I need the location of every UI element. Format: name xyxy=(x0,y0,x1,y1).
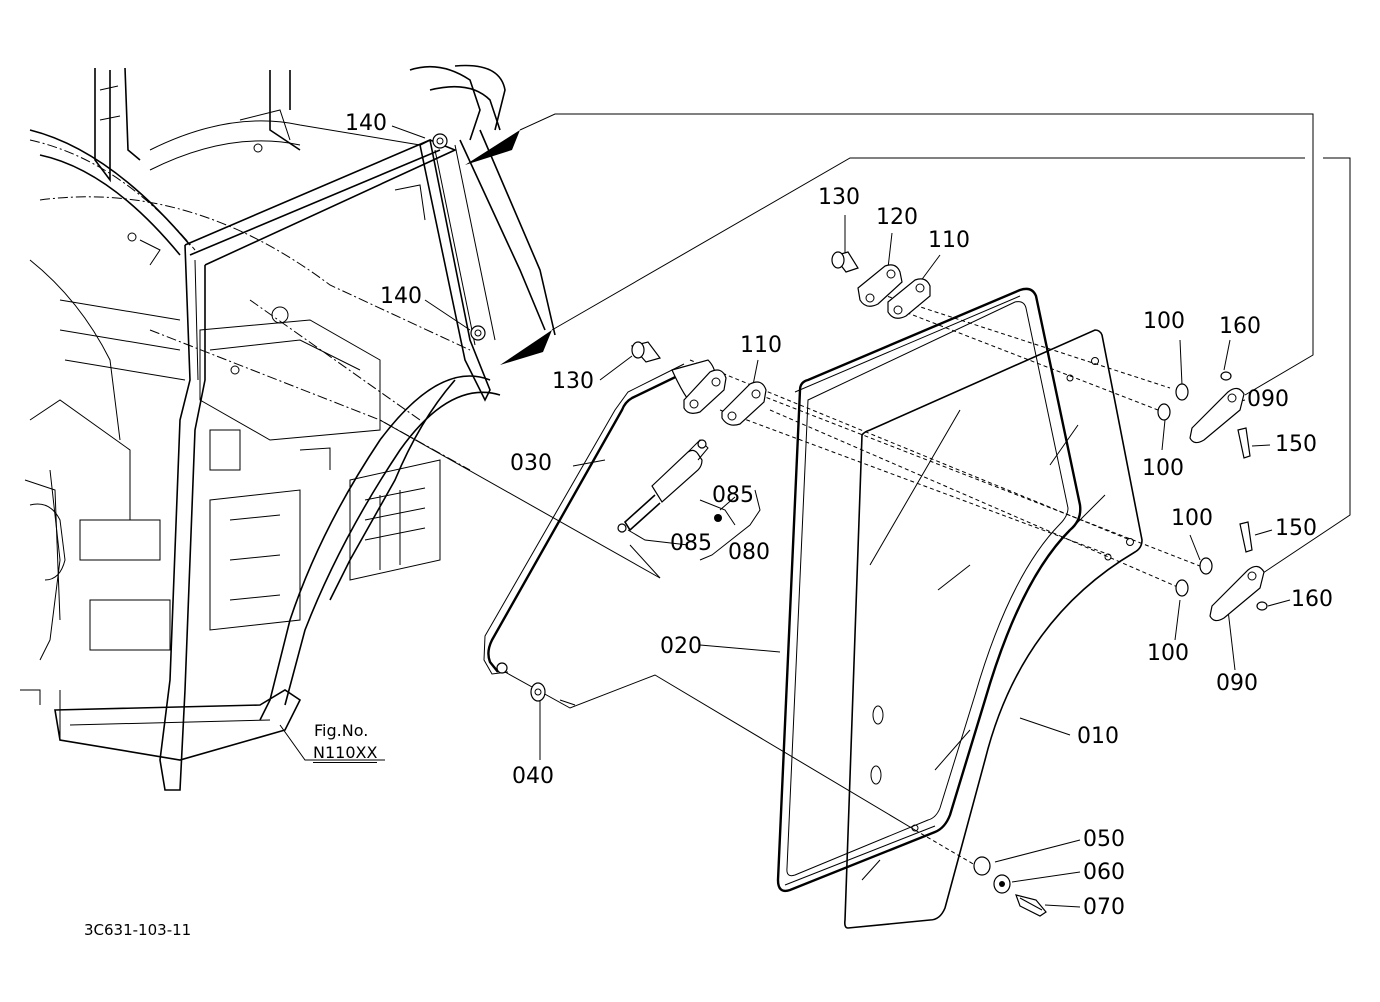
label-070: 070 xyxy=(1083,895,1125,920)
label-100-c: 100 xyxy=(1171,506,1213,531)
fig-no-value: N110XX xyxy=(313,743,378,763)
label-100-a: 100 xyxy=(1143,309,1185,334)
label-100-d: 100 xyxy=(1147,641,1189,666)
label-130-upper: 130 xyxy=(818,185,860,210)
label-160-upper: 160 xyxy=(1219,314,1261,339)
cab-frame xyxy=(20,64,556,791)
label-080: 080 xyxy=(728,540,770,565)
label-150-upper: 150 xyxy=(1275,432,1317,457)
label-090-lower: 090 xyxy=(1216,671,1258,696)
label-085-upper: 085 xyxy=(712,483,754,508)
label-140-lower: 140 xyxy=(380,284,422,309)
label-100-b: 100 xyxy=(1142,456,1184,481)
label-030: 030 xyxy=(510,451,552,476)
label-110-lower: 110 xyxy=(740,333,782,358)
label-050: 050 xyxy=(1083,827,1125,852)
stay-rod xyxy=(483,359,716,675)
label-140-upper: 140 xyxy=(345,111,387,136)
label-020: 020 xyxy=(660,634,702,659)
label-130-lower: 130 xyxy=(552,369,594,394)
label-110-upper: 110 xyxy=(928,228,970,253)
bottom-fasteners xyxy=(530,682,1047,917)
label-160-lower: 160 xyxy=(1291,587,1333,612)
door-seal xyxy=(776,287,1082,893)
drawing-code: 3C631-103-11 xyxy=(84,921,192,939)
label-010: 010 xyxy=(1077,724,1119,749)
label-120: 120 xyxy=(876,205,918,230)
label-150-lower: 150 xyxy=(1275,516,1317,541)
label-085-lower: 085 xyxy=(670,531,712,556)
lower-hinge-plates xyxy=(630,341,767,426)
label-090-upper: 090 xyxy=(1247,387,1289,412)
label-040: 040 xyxy=(512,764,554,789)
label-060: 060 xyxy=(1083,860,1125,885)
upper-hinge-bracket xyxy=(1157,371,1251,459)
fig-no-label: Fig.No. xyxy=(314,721,369,740)
gas-spring xyxy=(617,439,722,533)
upper-hinge-plates xyxy=(831,251,931,319)
glass-panel xyxy=(844,329,1143,929)
lower-hinge-bracket xyxy=(1175,521,1268,622)
